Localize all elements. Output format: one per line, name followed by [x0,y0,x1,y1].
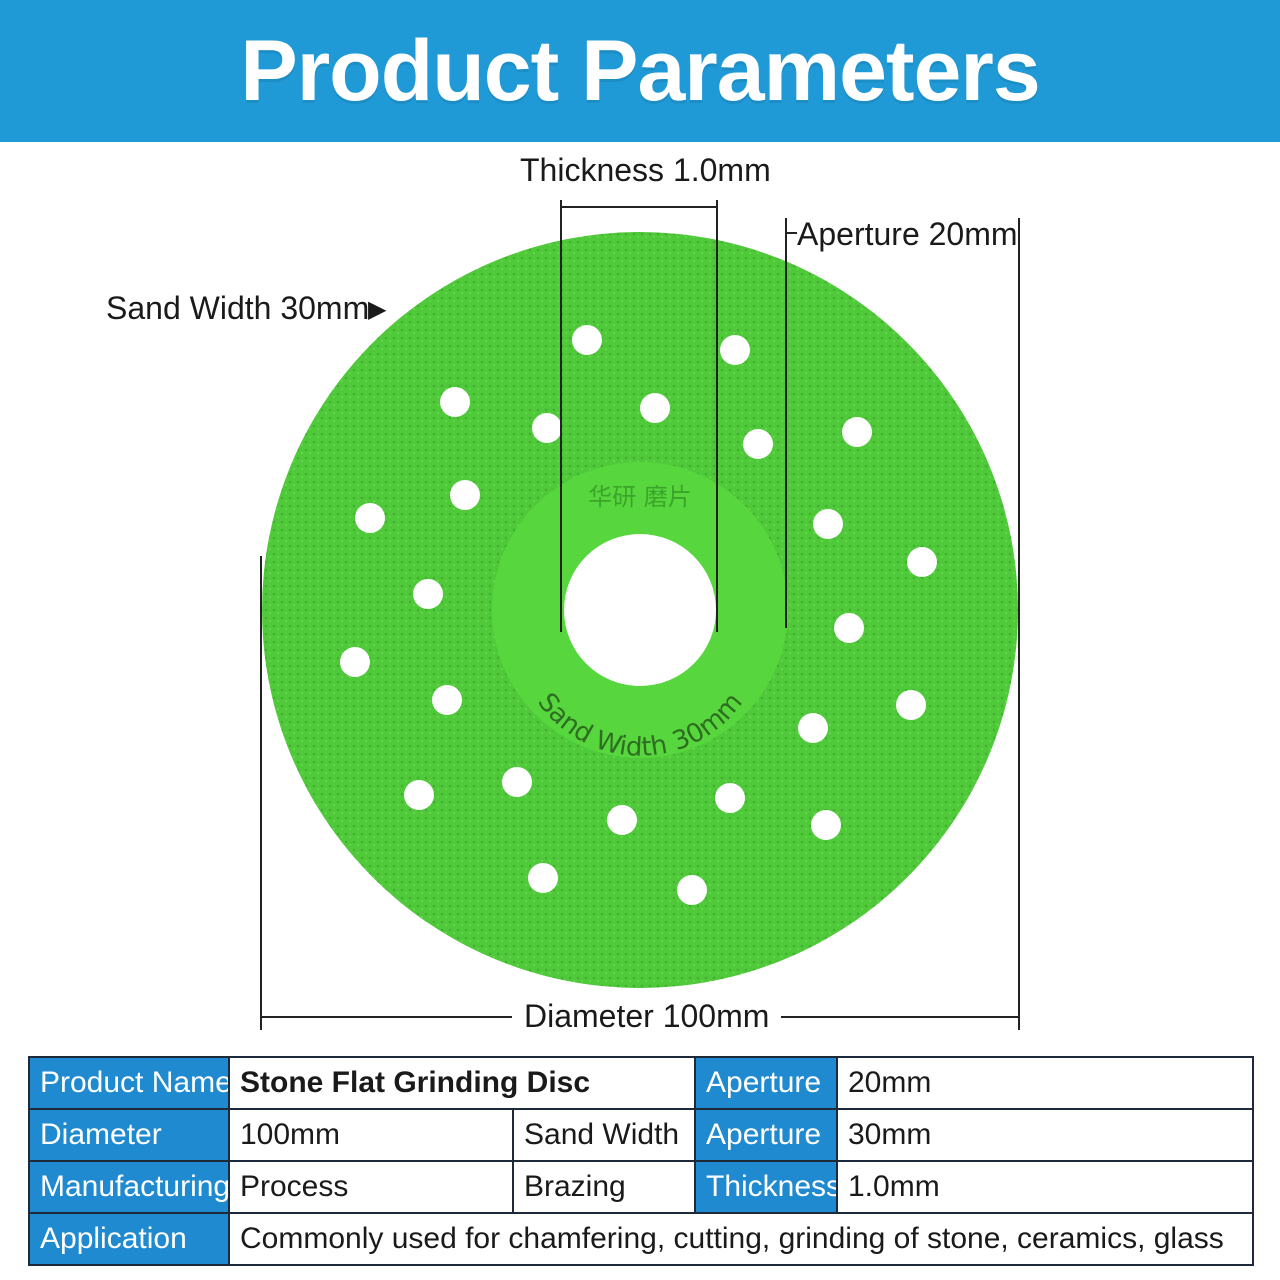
disc-hole [811,810,841,840]
sand-width-label: Sand Width 30mm [106,290,370,326]
disc-hole [834,613,864,643]
disc-hole [502,767,532,797]
diameter-line-left [260,556,262,1030]
thickness-key: Thickness [694,1160,838,1214]
disc-holes [340,325,937,905]
disc-hole [743,429,773,459]
diameter-label: Diameter 100mm [512,996,782,1036]
thickness-line-right [716,200,718,632]
aperture-value-2: 30mm [836,1108,1254,1162]
diameter-key: Diameter [28,1108,230,1162]
disc-hole [340,647,370,677]
thickness-label: Thickness 1.0mm [520,152,771,188]
aperture-line-left [785,218,787,628]
disc-hole [640,393,670,423]
table-row: Product Name Stone Flat Grinding Disc Ap… [28,1056,1254,1110]
disc-hole [607,805,637,835]
center-hole [564,534,716,686]
aperture-label: Aperture 20mm [797,214,1018,254]
disc-hole [896,690,926,720]
disc-hole [413,579,443,609]
disc-hole [528,863,558,893]
aperture-value: 20mm [836,1056,1254,1110]
application-key: Application [28,1212,230,1266]
aperture-key: Aperture [694,1056,838,1110]
disc-hole [720,335,750,365]
disc-hole [572,325,602,355]
disc-hole [532,413,562,443]
table-row: Diameter 100mm Sand Width Aperture 30mm [28,1108,1254,1162]
disc-hole [842,417,872,447]
grinding-disc-illustration: Sand Width 30mm 华研 磨片 [262,232,1018,988]
disc-hole [404,780,434,810]
disc-hole [432,685,462,715]
product-name-key: Product Name [28,1056,230,1110]
product-name-value: Stone Flat Grinding Disc [228,1056,696,1110]
diameter-value: 100mm [228,1108,514,1162]
parameters-table: Product Name Stone Flat Grinding Disc Ap… [28,1056,1254,1266]
thickness-line-left [560,200,562,632]
disc-hole [798,713,828,743]
disc-hole [813,509,843,539]
aperture-key-2: Aperture [694,1108,838,1162]
disc-hole [715,783,745,813]
thickness-value: 1.0mm [836,1160,1254,1214]
disc-hole [907,547,937,577]
disc-hole [677,875,707,905]
disc-brand-text: 华研 磨片 [588,483,692,511]
table-row: Manufacturing Process Brazing Thickness … [28,1160,1254,1214]
sand-width-key: Sand Width [512,1108,696,1162]
disc-hole [450,480,480,510]
table-row: Application Commonly used for chamfering… [28,1212,1254,1266]
thickness-line-top [560,206,718,208]
sand-width-arrow-icon: ▶ [368,296,387,323]
brazing-value: Brazing [512,1160,696,1214]
title-banner: Product Parameters [0,0,1280,142]
disc-hole [440,387,470,417]
manufacturing-value: Process [228,1160,514,1214]
application-value: Commonly used for chamfering, cutting, g… [228,1212,1254,1266]
disc-hole [355,503,385,533]
aperture-line-right [1018,218,1020,1030]
manufacturing-key: Manufacturing [28,1160,230,1214]
page-title: Product Parameters [240,22,1040,119]
